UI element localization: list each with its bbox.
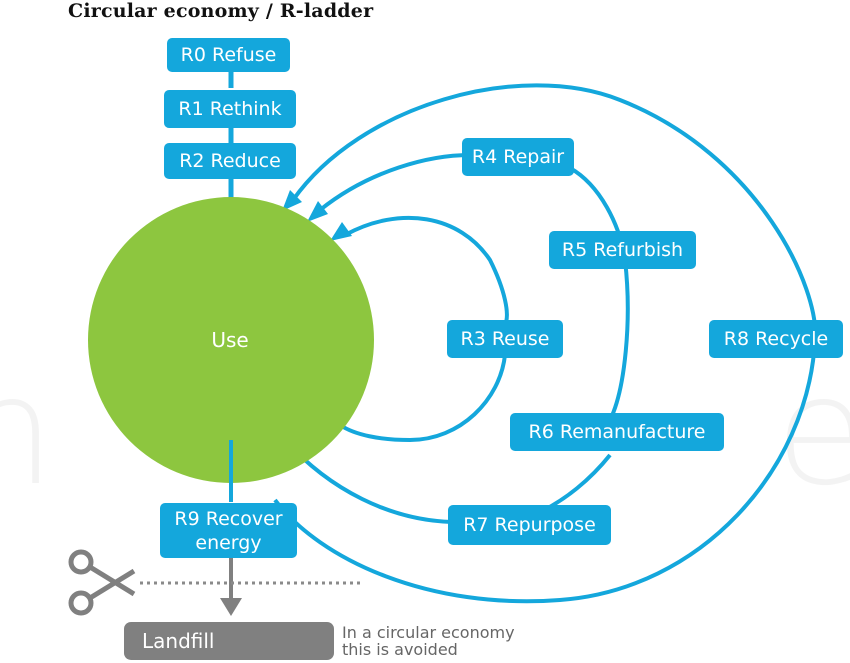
step-r5-refurbish: R5 Refurbish [549,231,696,269]
step-r1-rethink: R1 Rethink [164,90,296,128]
step-r9-recover-energy: R9 Recover energy [160,503,297,558]
note-line-1: In a circular economy [342,623,515,642]
arrowhead-reuse [330,222,352,241]
scissors-icon [68,549,136,616]
arrowhead-recycle [282,190,302,211]
step-r3-reuse: R3 Reuse [447,320,563,358]
step-r4-repair: R4 Repair [462,138,574,176]
avoided-note: In a circular economy this is avoided [342,624,602,658]
use-label: Use [211,328,249,352]
r9-line-1: R9 Recover [174,507,283,530]
note-line-2: this is avoided [342,640,458,659]
arrowhead-repair [307,201,328,222]
step-r2-reduce: R2 Reduce [164,143,296,179]
arrowhead-landfill [220,598,242,616]
r9-line-2: energy [195,531,262,554]
step-r0-refuse: R0 Refuse [167,38,290,72]
step-r6-remanufacture: R6 Remanufacture [510,413,724,451]
page-title: Circular economy / R-ladder [68,0,374,22]
landfill-box: Landfill [124,622,334,660]
reuse-loop [338,215,509,443]
step-r8-recycle: R8 Recycle [709,320,843,358]
step-r7-repurpose: R7 Repurpose [448,505,611,545]
use-circle [88,197,374,483]
watermark: n [0,345,56,519]
